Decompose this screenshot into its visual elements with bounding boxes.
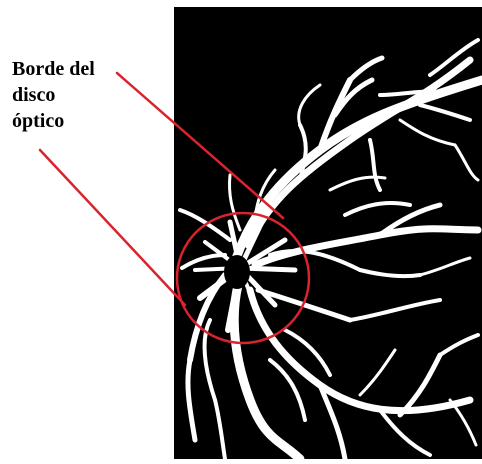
leader-line-lower (40, 150, 185, 305)
optic-cup (224, 255, 250, 289)
label-line-2: disco (12, 82, 95, 108)
optic-disc-border-label: Borde del disco óptico (12, 56, 95, 134)
label-line-1: Borde del (12, 56, 95, 82)
label-line-3: óptico (12, 108, 95, 134)
